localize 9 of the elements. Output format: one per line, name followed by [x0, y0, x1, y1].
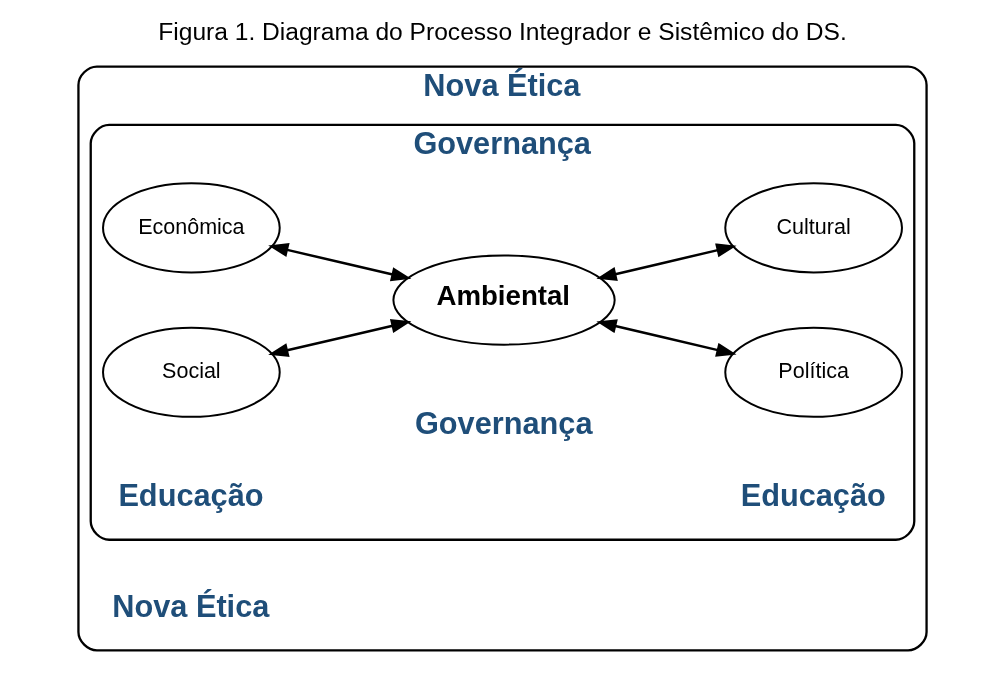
node-ellipse: Econômica: [102, 182, 281, 274]
diagram-title: Figura 1. Diagrama do Processo Integrador e Sistêmico do DS.: [158, 18, 847, 46]
node-ellipse: Social: [102, 326, 281, 418]
arrow: [596, 243, 737, 281]
node-ellipse: Política: [724, 326, 903, 418]
arrow: [268, 319, 412, 358]
node-ellipse: Cultural: [724, 182, 903, 274]
arrow: [596, 319, 737, 357]
arrow: [268, 243, 412, 282]
